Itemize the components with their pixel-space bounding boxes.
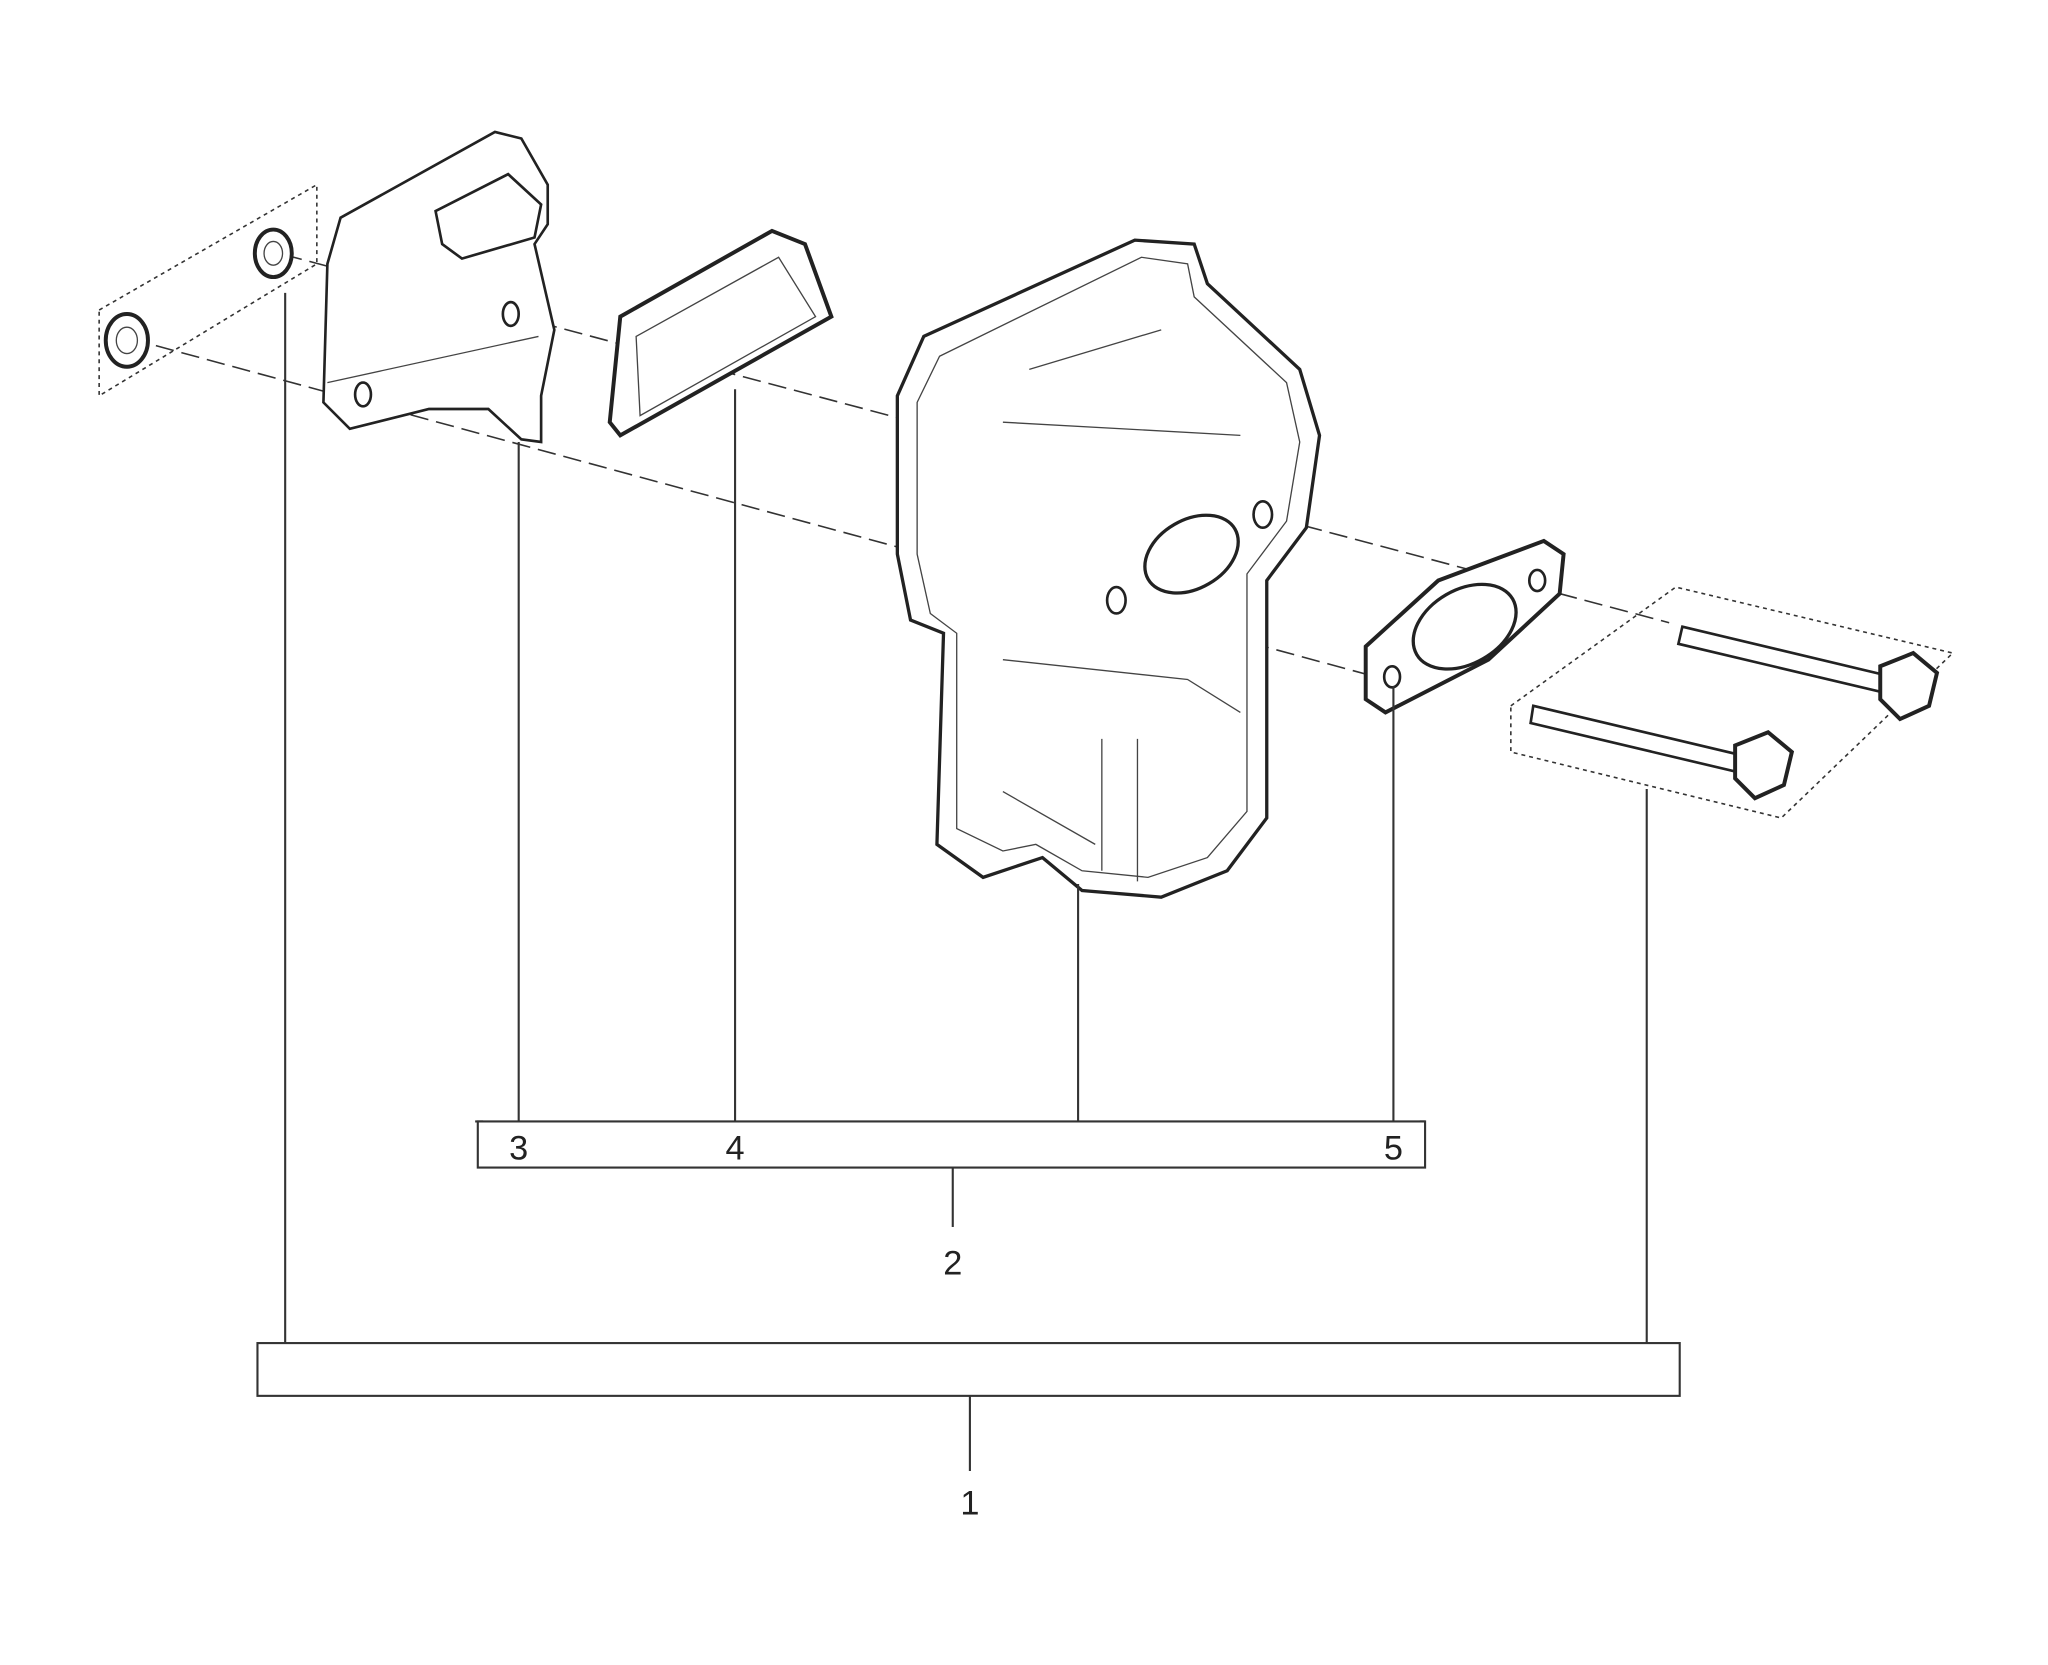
nut-group bbox=[98, 183, 318, 398]
callout-2: 2 bbox=[943, 1244, 962, 1282]
gasket-part-5 bbox=[1363, 538, 1566, 715]
muffler-body bbox=[895, 238, 1322, 899]
spark-screen-part-4 bbox=[607, 228, 834, 438]
callout-1: 1 bbox=[960, 1485, 979, 1523]
leader-lines bbox=[256, 292, 1681, 1472]
nut-front bbox=[103, 312, 150, 369]
bolt-group bbox=[1510, 586, 1955, 819]
nut-rear bbox=[252, 227, 294, 280]
bolt-upper bbox=[1676, 625, 1940, 722]
callout-4: 4 bbox=[726, 1130, 745, 1168]
heat-shield-part-3 bbox=[322, 130, 556, 444]
assembly-bar-1 bbox=[256, 1342, 1681, 1397]
callout-3: 3 bbox=[509, 1130, 528, 1168]
callout-5: 5 bbox=[1384, 1130, 1403, 1168]
bolt-lower bbox=[1529, 704, 1795, 801]
